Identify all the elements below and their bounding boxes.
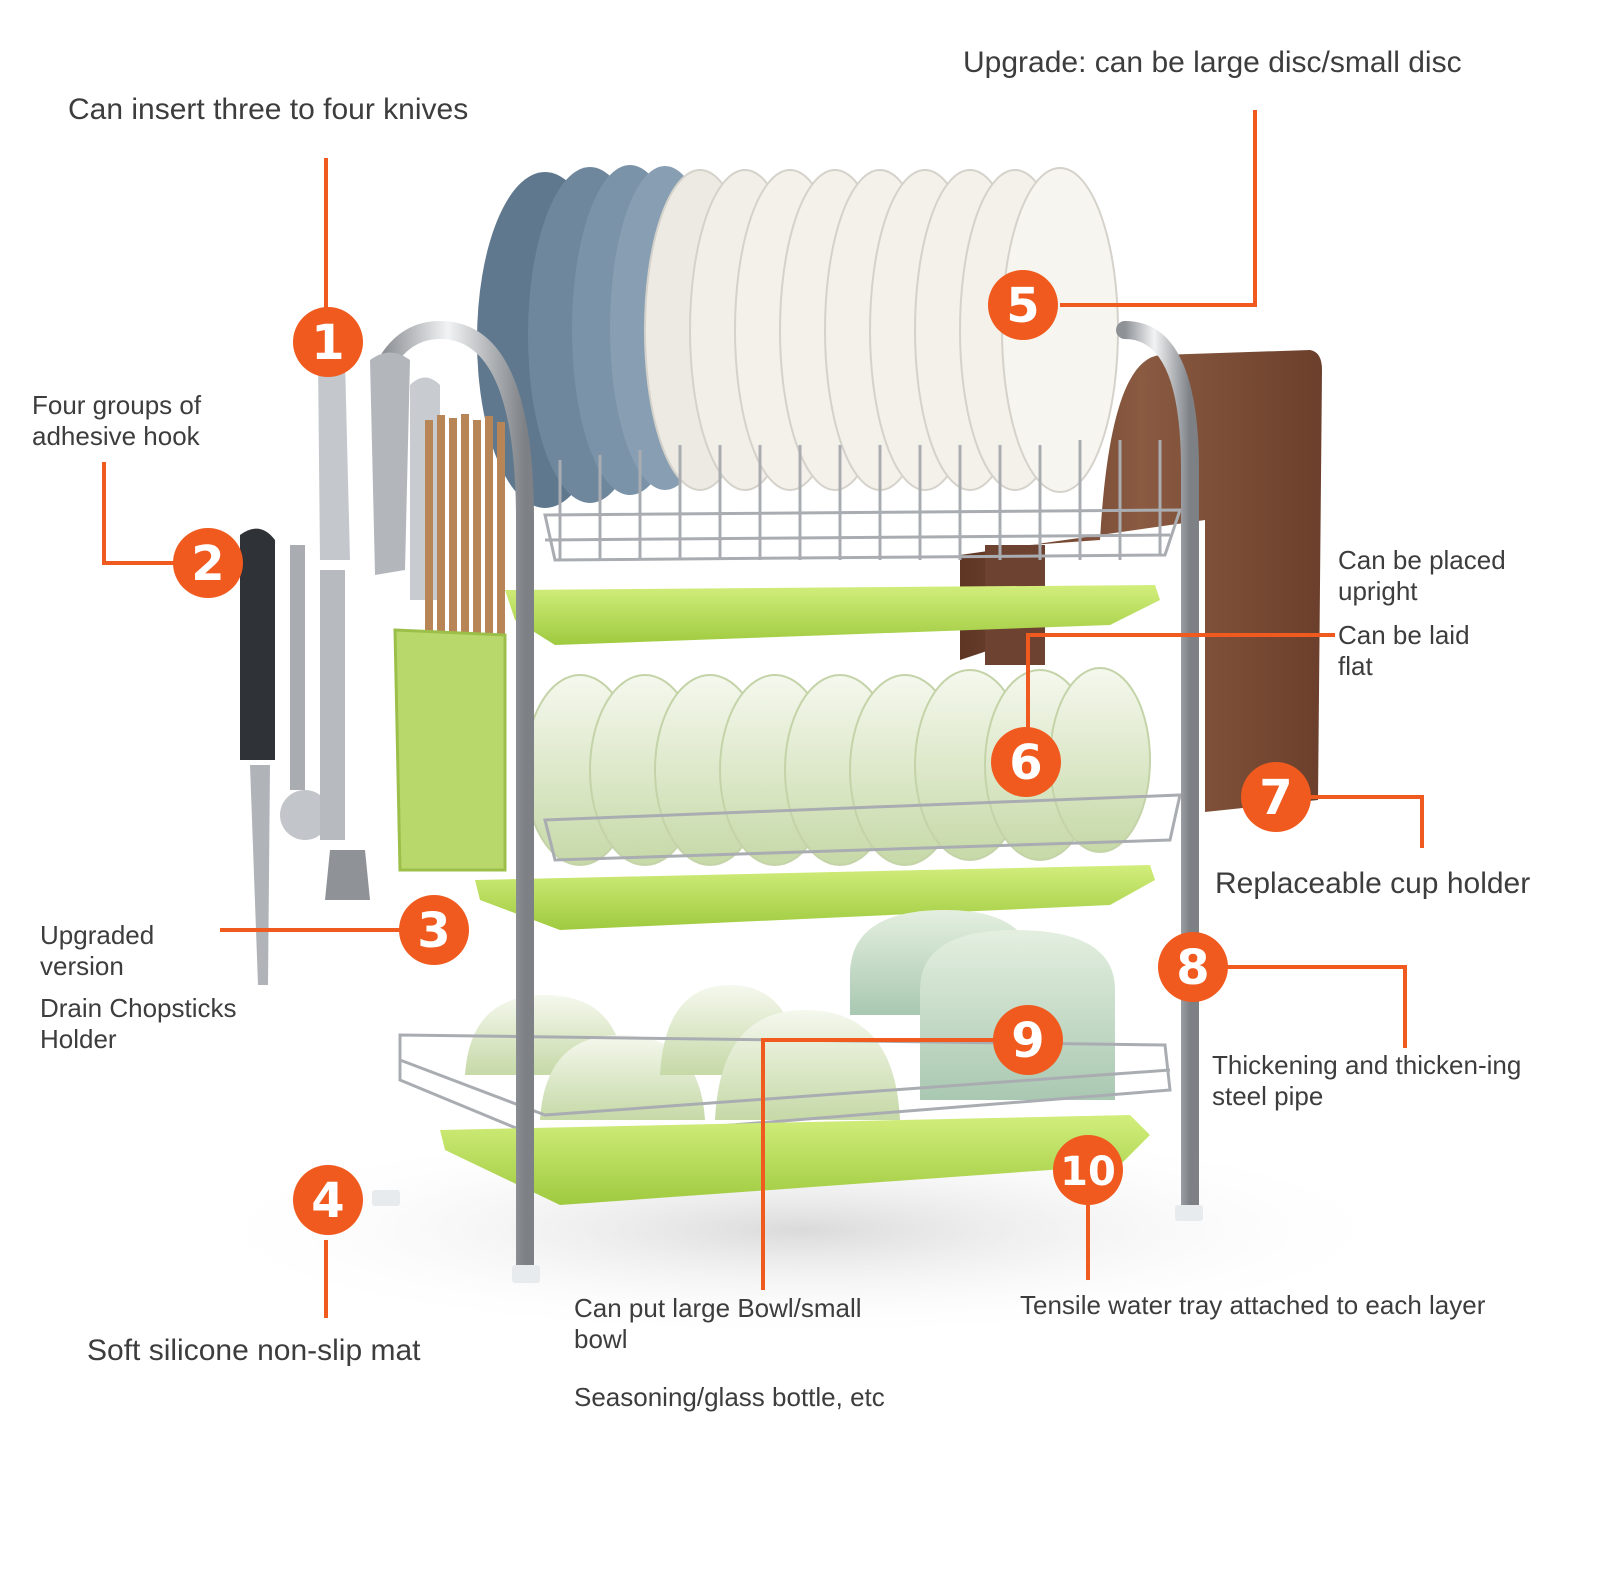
callout-badge-9: 9 — [993, 1005, 1063, 1075]
svg-text:3: 3 — [417, 903, 450, 959]
callout-badge-10: 10 — [1053, 1135, 1123, 1205]
label-disc-upgrade: Upgrade: can be large disc/small disc — [963, 46, 1462, 79]
callout-badge-6: 6 — [991, 727, 1061, 797]
label-knives: Can insert three to four knives — [68, 93, 469, 126]
label-water-tray: Tensile water tray attached to each laye… — [1020, 1290, 1486, 1320]
label-chopsticks-holder: Drain Chopsticks Holder — [40, 993, 237, 1055]
label-placed-upright: Can be placed upright — [1338, 545, 1506, 607]
plates — [477, 165, 1119, 508]
callout-badge-2: 2 — [173, 528, 243, 598]
svg-text:7: 7 — [1259, 770, 1292, 826]
label-bowls: Can put large Bowl/small bowl — [574, 1293, 862, 1355]
svg-text:1: 1 — [311, 315, 344, 371]
svg-text:4: 4 — [311, 1173, 344, 1229]
svg-text:2: 2 — [191, 536, 224, 592]
label-cup-holder: Replaceable cup holder — [1215, 867, 1531, 900]
chopstick-holder — [393, 628, 507, 872]
bottom-drip-tray — [440, 1115, 1150, 1205]
svg-text:5: 5 — [1006, 278, 1039, 334]
svg-text:6: 6 — [1009, 735, 1042, 791]
callout-lines — [102, 110, 1424, 1318]
callout-badge-3: 3 — [399, 895, 469, 965]
label-seasoning: Seasoning/glass bottle, etc — [574, 1382, 885, 1412]
top-wire-basket — [543, 440, 1183, 562]
callout-badges: 1 2 3 4 5 6 7 8 — [173, 270, 1311, 1235]
callout-badge-1: 1 — [293, 307, 363, 377]
middle-drip-tray — [475, 865, 1155, 930]
label-upgraded-version: Upgraded version — [40, 920, 155, 982]
steel-frame — [376, 320, 1199, 1279]
svg-text:10: 10 — [1060, 1149, 1116, 1195]
svg-text:8: 8 — [1176, 940, 1209, 996]
label-laid-flat: Can be laid flat — [1338, 620, 1470, 682]
callout-badge-8: 8 — [1158, 932, 1228, 1002]
label-adhesive-hook: Four groups of adhesive hook — [32, 390, 202, 452]
label-steel-pipe: Thickening and thicken-ing steel pipe — [1212, 1050, 1522, 1112]
svg-text:9: 9 — [1011, 1013, 1044, 1069]
chopsticks — [425, 414, 505, 650]
knives-and-utensils — [240, 352, 440, 985]
label-non-slip-mat: Soft silicone non-slip mat — [87, 1334, 421, 1367]
callout-badge-5: 5 — [988, 270, 1058, 340]
middle-wire-basket — [543, 793, 1182, 862]
callout-badge-4: 4 — [293, 1165, 363, 1235]
non-slip-feet — [372, 1190, 1203, 1283]
top-drip-tray — [505, 585, 1160, 645]
callout-badge-7: 7 — [1241, 762, 1311, 832]
